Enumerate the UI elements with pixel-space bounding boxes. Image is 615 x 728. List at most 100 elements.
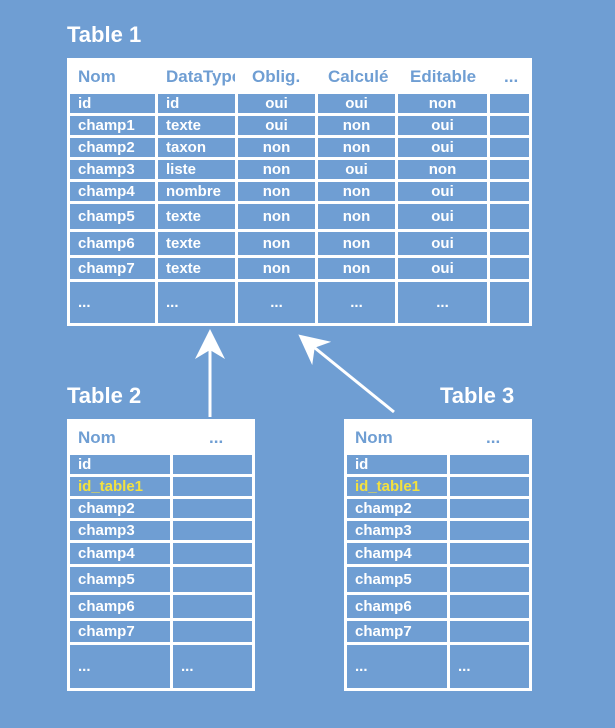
- table1-cell: non: [315, 179, 398, 204]
- table3-cell: [447, 496, 532, 521]
- table1-cell: oui: [235, 113, 318, 138]
- table3-cell: champ4: [344, 540, 450, 567]
- table3-cell: [447, 564, 532, 595]
- table1-header-datatype: DataType: [155, 58, 238, 94]
- table3-row: champ6: [344, 592, 532, 621]
- table2-header-more: ...: [170, 419, 255, 455]
- table1-cell: texte: [155, 255, 238, 282]
- table1-cell: [487, 113, 532, 138]
- table2-row: ......: [67, 642, 255, 691]
- table1: Nom DataType Oblig. Calculé Editable ...…: [67, 58, 532, 326]
- table1-cell: oui: [395, 255, 490, 282]
- table1-header-row: Nom DataType Oblig. Calculé Editable ...: [67, 58, 532, 94]
- table2-header-nom: Nom: [67, 419, 173, 455]
- table2-title: Table 2: [67, 383, 142, 408]
- table1-cell: oui: [395, 229, 490, 258]
- table1-cell: ...: [67, 279, 158, 326]
- table3-row: champ5: [344, 564, 532, 595]
- table2-cell: [170, 592, 255, 621]
- table2-cell: champ2: [67, 496, 173, 521]
- table1-cell: [487, 201, 532, 232]
- table1-cell: [487, 157, 532, 182]
- table1-cell: non: [235, 135, 318, 160]
- table2-cell: [170, 618, 255, 645]
- table1-cell: non: [315, 201, 398, 232]
- table1-cell: champ7: [67, 255, 158, 282]
- table3-cell: champ2: [344, 496, 450, 521]
- table3-cell: champ6: [344, 592, 450, 621]
- table1-cell: non: [395, 157, 490, 182]
- table3-cell: champ7: [344, 618, 450, 645]
- table1-cell: non: [235, 201, 318, 232]
- table1-cell: oui: [395, 113, 490, 138]
- table1-cell: oui: [395, 201, 490, 232]
- table2-cell: [170, 518, 255, 543]
- table1-cell: liste: [155, 157, 238, 182]
- table1-cell: champ4: [67, 179, 158, 204]
- table1-title: Table 1: [67, 22, 142, 47]
- table2-row: champ6: [67, 592, 255, 621]
- table2-cell: champ3: [67, 518, 173, 543]
- table2-cell: champ5: [67, 564, 173, 595]
- table1-cell: champ1: [67, 113, 158, 138]
- table2-row: champ3: [67, 518, 255, 543]
- table1-row: ...............: [67, 279, 532, 326]
- table1-cell: non: [395, 91, 490, 116]
- table3-cell: [447, 518, 532, 543]
- table3-cell: ...: [344, 642, 450, 691]
- table2-cell: [170, 474, 255, 499]
- table1-cell: texte: [155, 229, 238, 258]
- table1-cell: non: [315, 135, 398, 160]
- table1-cell: non: [235, 179, 318, 204]
- table2-cell: ...: [170, 642, 255, 691]
- table1-cell: [487, 135, 532, 160]
- table3-header-more: ...: [447, 419, 532, 455]
- table1-cell: id: [67, 91, 158, 116]
- table1-header-more: ...: [487, 58, 532, 94]
- table1-cell: non: [315, 229, 398, 258]
- table3-title: Table 3: [440, 383, 515, 408]
- table1-cell: ...: [155, 279, 238, 326]
- table2-cell: ...: [67, 642, 173, 691]
- table3-header-nom: Nom: [344, 419, 450, 455]
- table3-cell: ...: [447, 642, 532, 691]
- table3-cell: [447, 592, 532, 621]
- table3-cell: id: [344, 452, 450, 477]
- table2-row: id_table1: [67, 474, 255, 499]
- table3-cell: id_table1: [344, 474, 450, 499]
- table2-row: champ7: [67, 618, 255, 645]
- table1-cell: oui: [315, 91, 398, 116]
- table2-row: champ2: [67, 496, 255, 521]
- table2-cell: [170, 540, 255, 567]
- table1-cell: taxon: [155, 135, 238, 160]
- table2-cell: id_table1: [67, 474, 173, 499]
- table2-header-row: Nom ...: [67, 419, 255, 455]
- table1-cell: oui: [395, 179, 490, 204]
- table1-cell: nombre: [155, 179, 238, 204]
- table2-cell: champ4: [67, 540, 173, 567]
- table2-row: champ5: [67, 564, 255, 595]
- table2-cell: champ7: [67, 618, 173, 645]
- table1-cell: oui: [235, 91, 318, 116]
- table1-cell: texte: [155, 113, 238, 138]
- table1-cell: non: [235, 255, 318, 282]
- table1-cell: ...: [395, 279, 490, 326]
- table3-row: id_table1: [344, 474, 532, 499]
- table3-row: id: [344, 452, 532, 477]
- table3-row: champ2: [344, 496, 532, 521]
- table1-cell: champ5: [67, 201, 158, 232]
- table3-cell: [447, 474, 532, 499]
- table1-cell: champ3: [67, 157, 158, 182]
- table2-row: champ4: [67, 540, 255, 567]
- table2-cell: [170, 452, 255, 477]
- table3-row: champ4: [344, 540, 532, 567]
- table1-header-calcule: Calculé: [315, 58, 398, 94]
- arrow-table3-to-table1: [298, 334, 395, 414]
